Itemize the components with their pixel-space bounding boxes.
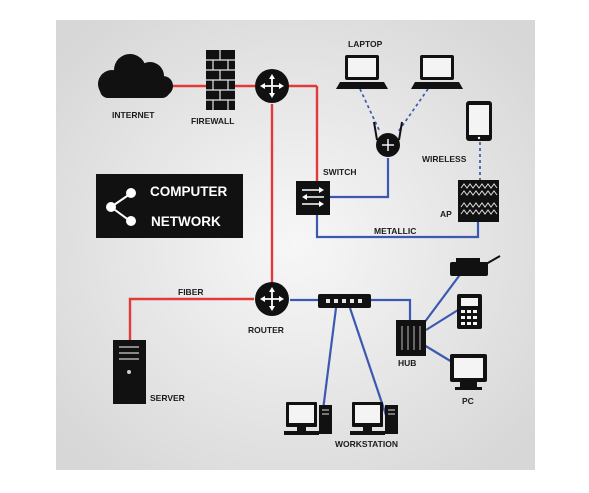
label-router: ROUTER (248, 325, 284, 335)
label-ap: AP (440, 209, 452, 219)
metallic-links (290, 158, 480, 419)
wireless-router-icon (373, 121, 403, 157)
label-workstation: WORKSTATION (335, 439, 398, 449)
label-wireless: WIRELESS (422, 154, 467, 164)
link-switch-wireless-router (330, 158, 390, 199)
title-line-2: NETWORK (151, 214, 221, 229)
workstation-icon (350, 402, 398, 435)
tablet-icon (466, 101, 492, 141)
fax-icon (450, 255, 501, 276)
laptop-icon (336, 55, 388, 89)
telephone-icon (457, 294, 482, 329)
label-server: SERVER (150, 393, 185, 403)
label-pc: PC (462, 396, 474, 406)
workstation-icon (284, 402, 332, 435)
laptop-icon (411, 55, 463, 89)
label-internet: INTERNET (112, 110, 155, 120)
label-fiber: FIBER (178, 287, 204, 297)
switch-icon (318, 294, 371, 308)
switch-icon (296, 181, 330, 215)
link-hub-fax (423, 271, 463, 324)
pc-icon (450, 354, 487, 390)
router-icon (255, 69, 289, 103)
link-router-server (128, 297, 254, 340)
brick-wall-icon (206, 50, 235, 110)
link-switch-ap (315, 215, 480, 239)
title-line-1: COMPUTER (150, 184, 228, 199)
label-firewall: FIREWALL (191, 116, 234, 126)
title-box: COMPUTER NETWORK (96, 174, 243, 238)
link-hubswitch-ws1 (320, 307, 338, 419)
label-switch: SWITCH (323, 167, 357, 177)
link-hub-phone (425, 309, 459, 331)
hub-icon (396, 320, 426, 356)
label-metallic: METALLIC (374, 226, 416, 236)
network-share-icon (106, 188, 136, 226)
wifi-laptop2 (397, 88, 429, 133)
link-hubswitch-hub (371, 298, 412, 320)
label-laptop: LAPTOP (348, 39, 383, 49)
router-icon (255, 282, 289, 316)
wireless-links (359, 88, 481, 180)
label-hub: HUB (398, 358, 416, 368)
server-tower-icon (113, 340, 146, 404)
link-hubswitch-ws2 (348, 307, 389, 419)
fiber-links (128, 84, 319, 340)
wifi-laptop1 (359, 88, 381, 133)
cloud-icon (98, 54, 173, 98)
access-point-icon (458, 180, 499, 222)
